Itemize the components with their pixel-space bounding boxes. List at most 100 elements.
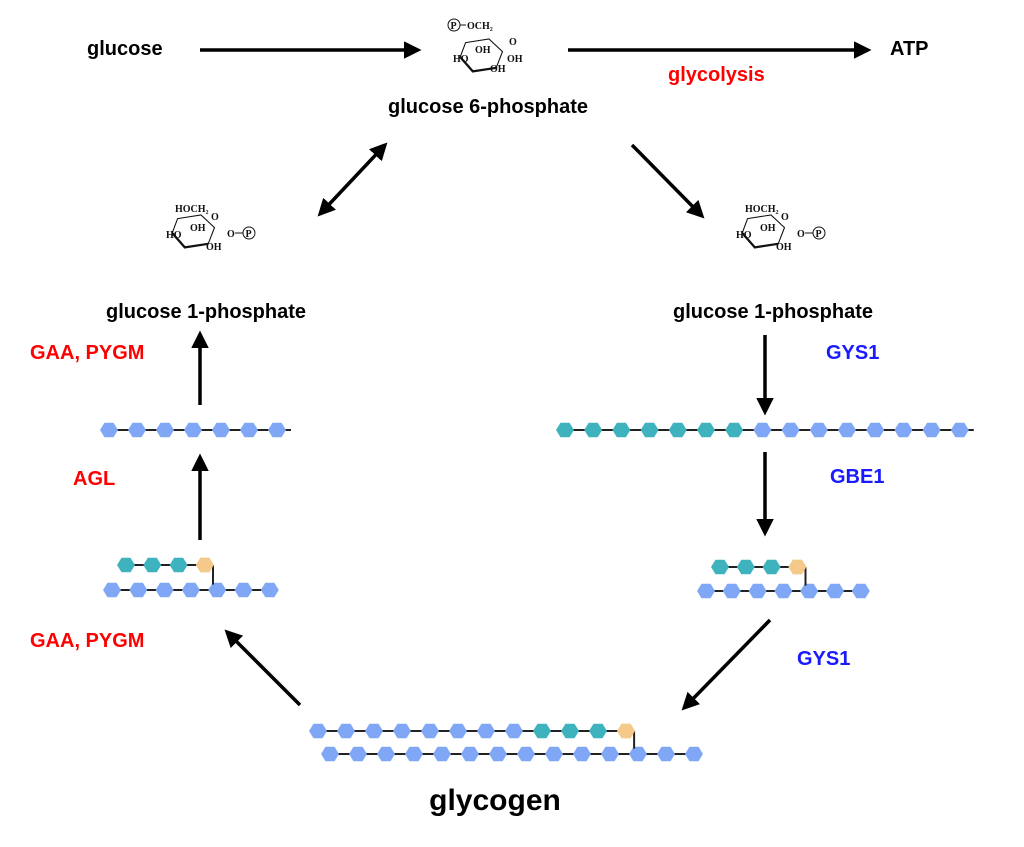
new-glucose-unit <box>589 723 607 739</box>
oh-group: OH <box>760 223 776 234</box>
ring-oxygen: O <box>211 212 219 223</box>
glucose-unit <box>212 422 230 438</box>
ch2-group: OCH₂ <box>467 21 493 32</box>
new-glucose-unit <box>640 422 659 438</box>
glucose-unit <box>894 422 913 438</box>
glucose-unit <box>489 746 507 762</box>
enzyme-gaa-pygm-bottom: GAA, PYGM <box>30 630 144 652</box>
oh-group: OH <box>206 242 222 253</box>
glucose-unit <box>800 583 819 599</box>
new-glucose-unit <box>725 422 744 438</box>
atp-label: ATP <box>890 38 929 60</box>
glucose-unit <box>657 746 675 762</box>
glucose-unit <box>781 422 800 438</box>
glucose-unit <box>449 723 467 739</box>
glucose-unit <box>365 723 383 739</box>
oh-group: OH <box>776 242 792 253</box>
ring-oxygen: O <box>509 37 517 48</box>
glucose-unit <box>774 583 793 599</box>
new-glucose-unit <box>143 557 162 573</box>
glucose-unit <box>922 422 941 438</box>
glucose-unit <box>477 723 495 739</box>
enzyme-agl: AGL <box>73 468 115 490</box>
phosphate-symbol: P <box>451 21 457 32</box>
glucose-unit <box>433 746 451 762</box>
glucose-unit <box>950 422 969 438</box>
branch-point-unit <box>195 557 214 573</box>
new-glucose-unit <box>612 422 631 438</box>
glucose-label: glucose <box>87 38 163 60</box>
glucose-unit <box>545 746 563 762</box>
ring-oxygen: O <box>781 212 789 223</box>
glycolysis-label: glycolysis <box>668 64 765 86</box>
branch-point-unit <box>617 723 635 739</box>
glucose-unit <box>748 583 767 599</box>
o-link: O <box>797 229 805 240</box>
glucose-unit <box>156 422 174 438</box>
new-glucose-unit <box>533 723 551 739</box>
glucose-6-phosphate-label: glucose 6-phosphate <box>388 96 588 118</box>
new-glucose-unit <box>169 557 188 573</box>
glucose-1-phosphate-structure-right: HOCH₂ O HO OH OH O P <box>736 204 826 253</box>
enzyme-gys1-top: GYS1 <box>826 342 879 364</box>
new-glucose-unit <box>668 422 687 438</box>
glucose-unit <box>129 582 148 598</box>
new-glucose-unit <box>117 557 135 573</box>
enzyme-gys1-bottom: GYS1 <box>797 648 850 670</box>
new-glucose-unit <box>711 559 729 575</box>
glucose-1-phosphate-label-left: glucose 1-phosphate <box>106 301 306 323</box>
glucose-unit <box>461 746 479 762</box>
branched-chain-left <box>103 557 279 598</box>
new-glucose-unit <box>584 422 603 438</box>
g6p-to-g1p-arrow <box>630 143 705 219</box>
enzyme-gbe1: GBE1 <box>830 466 884 488</box>
new-glucose-unit <box>561 723 579 739</box>
glucose-unit <box>421 723 439 739</box>
glucose-1-phosphate-structure-left: HOCH₂ O HO OH OH O P <box>166 204 256 253</box>
branched-chain-right <box>697 559 870 599</box>
new-glucose-unit <box>556 422 574 438</box>
glucose-unit <box>184 422 202 438</box>
glucose-unit <box>826 583 844 599</box>
phosphate-symbol: P <box>246 229 252 240</box>
glucose-unit <box>377 746 395 762</box>
branch-point-unit <box>788 559 807 575</box>
glucose-unit <box>573 746 591 762</box>
ho-group: HO <box>453 54 469 65</box>
linear-glucose-chain-left <box>100 422 291 438</box>
glucose-unit <box>601 746 619 762</box>
branched-to-glycogen-arrow <box>681 618 772 711</box>
glucose-unit <box>838 422 856 438</box>
ho-group: HO <box>736 230 752 241</box>
glucose-unit <box>505 723 523 739</box>
glycogen-molecule <box>309 723 703 762</box>
glucose-unit <box>234 582 253 598</box>
glycogen-to-branched-arrow <box>224 629 302 707</box>
glucose-unit <box>260 582 279 598</box>
oh-group: OH <box>475 45 491 56</box>
linear-glucose-chain-right <box>556 422 974 438</box>
new-glucose-unit <box>697 422 715 438</box>
glucose-unit <box>722 583 741 599</box>
glucose-unit <box>697 583 715 599</box>
glucose-unit <box>268 422 286 438</box>
glucose-unit <box>685 746 703 762</box>
o-link: O <box>227 229 235 240</box>
new-glucose-unit <box>762 559 781 575</box>
glucose-unit <box>349 746 367 762</box>
glucose-6-phosphate-structure: P OCH₂ O HO OH OH OH <box>447 18 523 75</box>
ho-group: HO <box>166 230 182 241</box>
ch2-group: HOCH₂ <box>745 204 779 215</box>
enzyme-gaa-pygm-top: GAA, PYGM <box>30 342 144 364</box>
new-glucose-unit <box>736 559 755 575</box>
glucose-unit <box>517 746 535 762</box>
glucose-unit <box>128 422 146 438</box>
glucose-unit <box>321 746 339 762</box>
glucose-unit <box>629 746 647 762</box>
oh-group: OH <box>490 64 506 75</box>
glucose-unit <box>103 582 121 598</box>
glucose-1-phosphate-label-right: glucose 1-phosphate <box>673 301 873 323</box>
phosphate-symbol: P <box>816 229 822 240</box>
glucose-unit <box>405 746 423 762</box>
glucose-unit <box>240 422 258 438</box>
